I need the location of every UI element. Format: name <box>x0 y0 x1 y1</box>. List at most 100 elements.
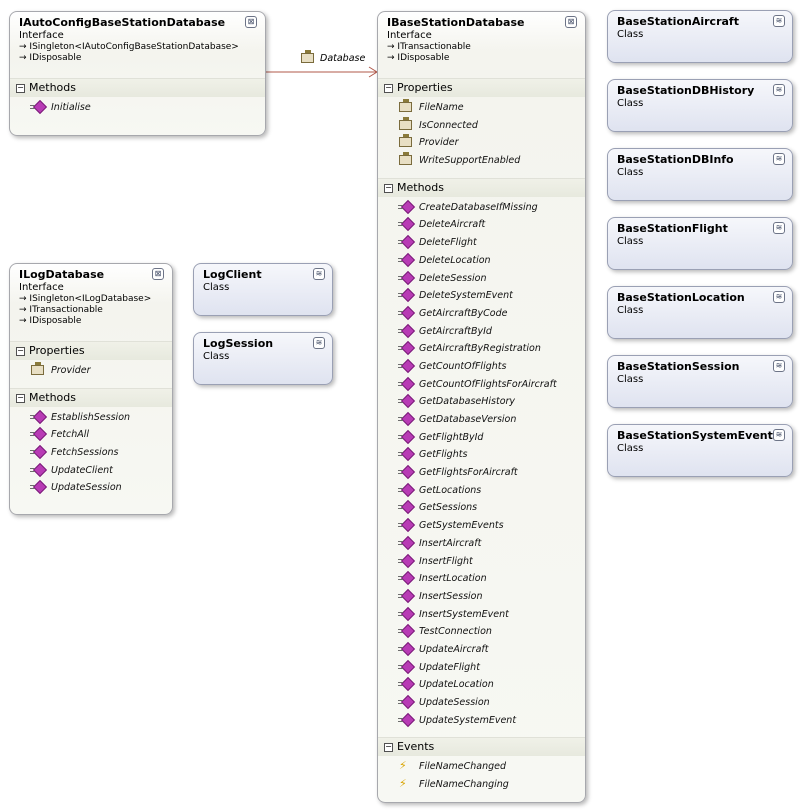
member-item[interactable]: GetDatabaseHistory <box>378 393 585 411</box>
member-item[interactable]: GetDatabaseVersion <box>378 411 585 429</box>
class-box-basestationdbinfo[interactable]: BaseStationDBInfo Class ≋ <box>607 148 793 201</box>
section-header-events[interactable]: −Events <box>378 737 585 757</box>
member-item[interactable]: UpdateAircraft <box>378 641 585 659</box>
member-name: FileNameChanging <box>419 779 509 791</box>
member-item[interactable]: FetchSessions <box>10 444 172 462</box>
section-header-properties[interactable]: −Properties <box>10 341 172 360</box>
member-item[interactable]: IsConnected <box>378 116 585 135</box>
inheritance-item: → ITransactionable <box>19 305 103 315</box>
member-item[interactable]: GetFlights <box>378 446 585 464</box>
method-icon <box>30 446 44 457</box>
member-item[interactable]: UpdateClient <box>10 462 172 480</box>
member-item[interactable]: CreateDatabaseIfMissing <box>378 199 585 217</box>
member-item[interactable]: GetSessions <box>378 499 585 517</box>
box-title: BaseStationSession <box>617 360 740 373</box>
expand-toggle-icon[interactable]: ≋ <box>773 429 785 441</box>
member-item[interactable]: FetchAll <box>10 426 172 444</box>
member-item[interactable]: GetAircraftByRegistration <box>378 340 585 358</box>
member-item[interactable]: UpdateSystemEvent <box>378 712 585 730</box>
member-name: WriteSupportEnabled <box>419 155 521 167</box>
member-name: Provider <box>51 365 91 376</box>
member-item[interactable]: InsertSession <box>378 588 585 606</box>
method-icon <box>398 431 412 442</box>
collapse-toggle-icon[interactable]: ⊠ <box>152 268 164 280</box>
member-name: UpdateSystemEvent <box>419 714 517 726</box>
member-item[interactable]: InsertFlight <box>378 553 585 571</box>
section-collapse-icon[interactable]: − <box>16 392 25 403</box>
method-icon <box>398 325 412 336</box>
class-box-basestationdbhistory[interactable]: BaseStationDBHistory Class ≋ <box>607 79 793 132</box>
member-item[interactable]: UpdateFlight <box>378 659 585 677</box>
interface-box-iautoconfigbasestationdatabase[interactable]: IAutoConfigBaseStationDatabase Interface… <box>9 11 266 136</box>
member-name: DeleteLocation <box>419 254 491 266</box>
member-item[interactable]: Initialise <box>10 99 265 117</box>
member-item[interactable]: FileNameChanged <box>378 757 585 776</box>
section-header-methods[interactable]: −Methods <box>378 177 585 197</box>
member-item[interactable]: UpdateSession <box>378 694 585 712</box>
class-box-basestationaircraft[interactable]: BaseStationAircraft Class ≋ <box>607 10 793 63</box>
member-item[interactable]: GetCountOfFlightsForAircraft <box>378 376 585 394</box>
class-box-basestationlocation[interactable]: BaseStationLocation Class ≋ <box>607 286 793 339</box>
member-item[interactable]: GetLocations <box>378 482 585 500</box>
section-collapse-icon[interactable]: − <box>384 182 393 193</box>
member-item[interactable]: TestConnection <box>378 623 585 641</box>
member-name: FileName <box>419 102 464 113</box>
member-item[interactable]: UpdateSession <box>10 479 172 497</box>
class-box-logclient[interactable]: LogClient Class ≋ <box>193 263 333 316</box>
expand-toggle-icon[interactable]: ≋ <box>313 268 325 280</box>
member-item[interactable]: DeleteLocation <box>378 252 585 270</box>
class-box-basestationsession[interactable]: BaseStationSession Class ≋ <box>607 355 793 408</box>
member-item[interactable]: Provider <box>378 134 585 152</box>
member-item[interactable]: WriteSupportEnabled <box>378 152 585 170</box>
collapse-toggle-icon[interactable]: ⊠ <box>565 16 577 28</box>
section-collapse-icon[interactable]: − <box>384 83 393 93</box>
expand-toggle-icon[interactable]: ≋ <box>773 291 785 303</box>
member-item[interactable]: GetCountOfFlights <box>378 358 585 376</box>
box-stereotype: Class <box>203 351 230 362</box>
member-item[interactable]: DeleteSession <box>378 270 585 288</box>
section-collapse-icon[interactable]: − <box>384 742 393 753</box>
member-item[interactable]: GetSystemEvents <box>378 517 585 535</box>
interface-box-ilogdatabase[interactable]: ILogDatabase Interface → ISingleton<ILog… <box>9 263 173 515</box>
member-item[interactable]: InsertLocation <box>378 570 585 588</box>
section-header-methods[interactable]: −Methods <box>10 387 172 407</box>
box-stereotype: Class <box>617 29 644 40</box>
section-header-methods[interactable]: −Methods <box>10 78 265 97</box>
property-icon <box>30 362 44 375</box>
method-icon <box>398 625 412 636</box>
member-item[interactable]: UpdateLocation <box>378 676 585 694</box>
member-item[interactable]: DeleteSystemEvent <box>378 287 585 305</box>
section-header-properties[interactable]: −Properties <box>378 78 585 97</box>
member-item[interactable]: Provider <box>10 362 172 380</box>
expand-toggle-icon[interactable]: ≋ <box>773 153 785 165</box>
expand-toggle-icon[interactable]: ≋ <box>773 84 785 96</box>
section-collapse-icon[interactable]: − <box>16 83 25 93</box>
expand-toggle-icon[interactable]: ≋ <box>773 15 785 27</box>
collapse-toggle-icon[interactable]: ⊠ <box>245 16 257 28</box>
member-item[interactable]: EstablishSession <box>10 409 172 427</box>
member-item[interactable]: GetAircraftByCode <box>378 305 585 323</box>
member-name: Provider <box>419 137 459 149</box>
expand-toggle-icon[interactable]: ≋ <box>773 222 785 234</box>
member-item[interactable]: DeleteFlight <box>378 234 585 252</box>
section-collapse-icon[interactable]: − <box>16 346 25 356</box>
method-icon <box>398 608 412 619</box>
member-item[interactable]: GetFlightById <box>378 429 585 447</box>
box-title: BaseStationDBInfo <box>617 153 734 166</box>
class-box-logsession[interactable]: LogSession Class ≋ <box>193 332 333 385</box>
member-item[interactable]: InsertSystemEvent <box>378 606 585 624</box>
member-item[interactable]: GetFlightsForAircraft <box>378 464 585 482</box>
interface-box-ibasestationdatabase[interactable]: IBaseStationDatabase Interface → ITransa… <box>377 11 586 803</box>
member-item[interactable]: FileNameChanging <box>378 775 585 794</box>
expand-toggle-icon[interactable]: ≋ <box>313 337 325 349</box>
member-item[interactable]: GetAircraftById <box>378 323 585 341</box>
member-item[interactable]: DeleteAircraft <box>378 216 585 234</box>
member-name: DeleteSystemEvent <box>419 290 513 302</box>
member-name: GetLocations <box>419 484 482 496</box>
expand-toggle-icon[interactable]: ≋ <box>773 360 785 372</box>
member-item[interactable]: FileName <box>378 99 585 117</box>
member-item[interactable]: InsertAircraft <box>378 535 585 553</box>
class-box-basestationsystemevents[interactable]: BaseStationSystemEvents Class ≋ <box>607 424 793 477</box>
class-box-basestationflight[interactable]: BaseStationFlight Class ≋ <box>607 217 793 270</box>
